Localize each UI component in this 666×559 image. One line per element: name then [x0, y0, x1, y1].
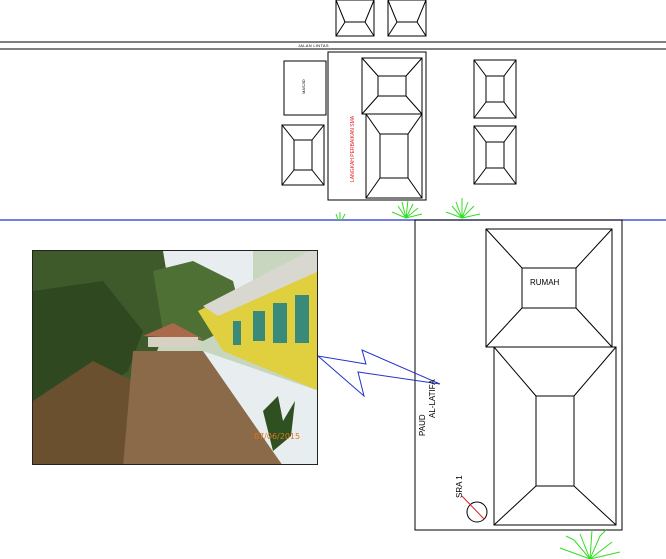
arrow-icon	[316, 349, 441, 398]
photo-date-stamp: 07/06/2015	[254, 432, 301, 441]
tree-icon	[559, 529, 621, 559]
building-vertical-label: LANGKAH PERBAIKAN SMA	[350, 115, 356, 182]
school-building	[327, 51, 427, 201]
road	[0, 41, 666, 50]
masjid-building	[283, 60, 327, 116]
tree-icon	[391, 199, 423, 219]
site-photo	[32, 250, 318, 465]
sra-label: SRA 1	[455, 475, 464, 498]
top-roof-right	[387, 0, 427, 37]
paud-label: PAUD	[418, 414, 427, 436]
right-building-upper	[473, 59, 517, 119]
left-small-building	[281, 124, 325, 186]
right-building-lower	[473, 125, 517, 185]
paud-plot	[414, 219, 623, 531]
road-label: JALAN LINTAS	[298, 43, 329, 48]
tree-icon	[335, 212, 346, 221]
masjid-label: MASJID	[301, 79, 306, 94]
paud-name-label: AL-LATIFA	[428, 379, 437, 418]
rumah-label: RUMAH	[530, 278, 560, 287]
sra-symbol	[461, 495, 488, 523]
tree-icon	[445, 198, 481, 219]
top-roof-left	[335, 0, 375, 37]
